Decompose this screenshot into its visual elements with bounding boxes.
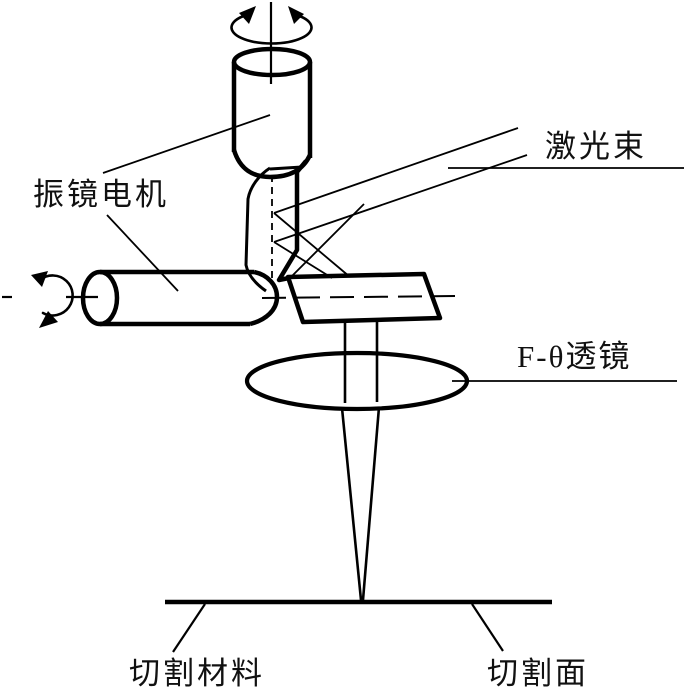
rotation-arrowhead-right xyxy=(288,6,304,24)
vertical-motor-cylinder xyxy=(231,46,313,180)
converging-line-right xyxy=(361,406,381,601)
rotation-arc xyxy=(38,274,74,317)
mirror-face-edge-line xyxy=(291,203,365,277)
rotation-arrowhead-bottom xyxy=(39,311,58,328)
galvo-motor-leader-bottom xyxy=(106,214,179,292)
rotation-arrowhead-top xyxy=(31,271,48,287)
laser-beam-label: 激光束 xyxy=(545,129,647,164)
first-scan-mirror xyxy=(244,159,308,293)
rotation-arc xyxy=(230,12,313,45)
lens-ellipse xyxy=(244,350,470,412)
beam-upper-line xyxy=(273,127,519,214)
focused-beam xyxy=(340,406,381,601)
incoming-laser-beam xyxy=(273,127,528,279)
beam-to-lens xyxy=(343,320,379,403)
cutting-surface-leader xyxy=(471,603,504,652)
horizontal-motor-cylinder xyxy=(2,269,280,327)
leader-lines xyxy=(102,114,684,653)
mirror-center-dash-line xyxy=(261,295,456,299)
converging-line-left xyxy=(340,407,363,601)
second-scan-mirror xyxy=(261,271,456,325)
f-theta-lens-label: F-θ透镜 xyxy=(517,339,632,374)
cutting-material-leader xyxy=(172,603,206,653)
rotation-arrowhead-left xyxy=(239,6,256,24)
cutting-material-label: 切割材料 xyxy=(129,656,265,690)
beam-reflected-line-1 xyxy=(273,212,351,278)
beam-lower-line xyxy=(273,154,528,243)
mirror-top-edge xyxy=(269,165,303,171)
mirror-parallelogram xyxy=(285,271,443,325)
galvo-motor-leader-top xyxy=(102,114,271,174)
mirror-left-outline xyxy=(244,166,271,293)
cutting-surface-label: 切割面 xyxy=(487,656,589,690)
left-rotation-arrow-icon xyxy=(31,271,74,328)
galvo-motor-label: 振镜电机 xyxy=(33,177,169,212)
top-rotation-arrow-icon xyxy=(230,6,313,45)
beam-reflected-line-2 xyxy=(273,241,333,279)
mirror-right-edge xyxy=(276,159,308,283)
f-theta-lens-shape xyxy=(244,350,470,412)
